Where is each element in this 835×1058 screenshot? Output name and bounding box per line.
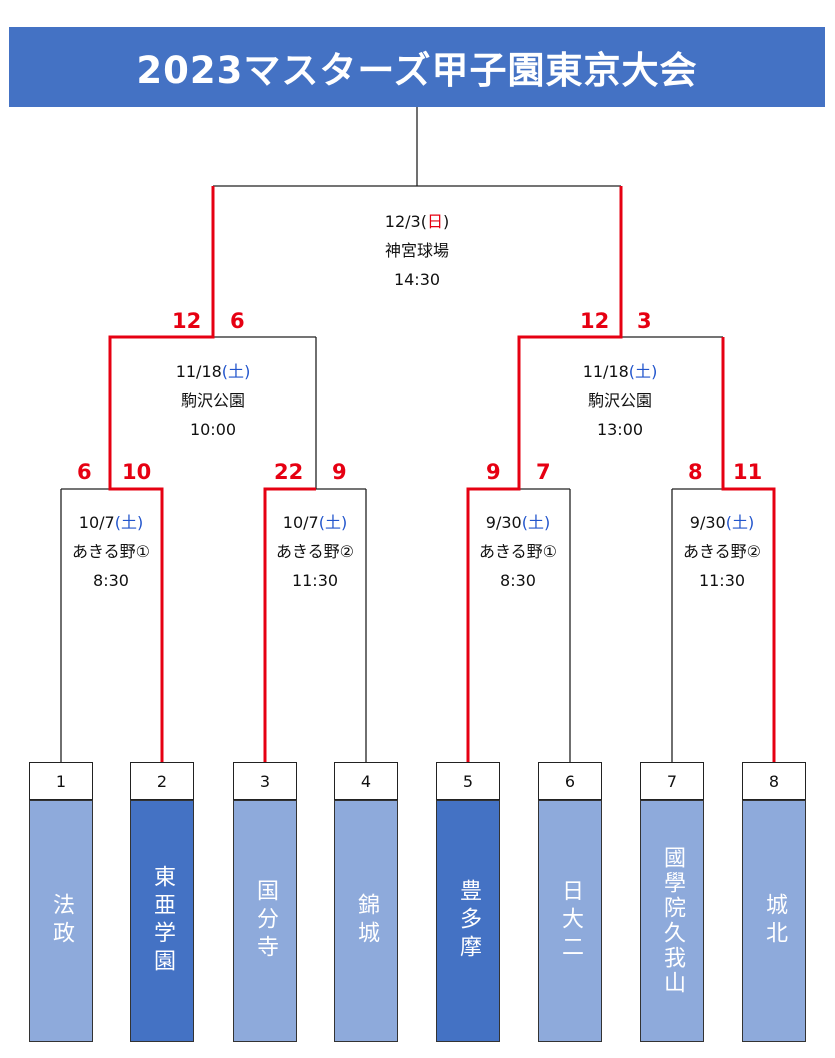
sf2-score-right: 3 [637, 309, 652, 333]
r1-1-venue: あきる野① [71, 542, 151, 561]
final-weekday: 日 [426, 212, 443, 231]
team-name: 国分寺 [253, 879, 278, 963]
seed-box: 5 [436, 762, 500, 800]
sf1-score-left: 12 [172, 309, 202, 333]
r1-2-info: 10/7(土) あきる野② 11:30 [255, 508, 375, 595]
sf1-info: 11/18(土) 駒沢公園 10:00 [153, 357, 273, 444]
final-time: 14:30 [393, 270, 441, 289]
winner-path-team3 [263, 487, 316, 762]
r1-2-score-right: 9 [332, 460, 347, 484]
final-info: 12/3(日) 神宮球場 14:30 [357, 207, 477, 294]
seed-box: 2 [130, 762, 194, 800]
r1-2-time: 11:30 [291, 571, 339, 590]
r1-3-score-left: 9 [486, 460, 501, 484]
team-name: 錦城 [354, 893, 379, 949]
r1-4-score-right: 11 [733, 460, 763, 484]
sf2-weekday: 土 [635, 362, 652, 381]
r1-3-score-right: 7 [536, 460, 551, 484]
team-box: 国分寺 [233, 800, 297, 1042]
sf2-time: 13:00 [596, 420, 644, 439]
team-box: 國學院久我山 [640, 800, 704, 1042]
sf1-weekday: 土 [228, 362, 245, 381]
sf1-venue: 駒沢公園 [180, 391, 245, 410]
final-date: 12/3 [384, 212, 421, 231]
r1-2-weekday: 土 [324, 513, 341, 532]
r1-3-weekday: 土 [527, 513, 544, 532]
team-box: 東亜学園 [130, 800, 194, 1042]
r1-1-time: 8:30 [93, 571, 129, 590]
page-title: 2023マスターズ甲子園東京大会 [136, 49, 698, 92]
r1-4-venue: あきる野② [682, 542, 762, 561]
seed-box: 7 [640, 762, 704, 800]
team-name: 日大二 [558, 879, 583, 963]
sf1-date: 11/18 [175, 362, 222, 381]
sf1-time: 10:00 [189, 420, 237, 439]
r1-1-weekday: 土 [120, 513, 137, 532]
seed-box: 3 [233, 762, 297, 800]
winner-path-team2 [108, 186, 215, 762]
sf2-info: 11/18(土) 駒沢公園 13:00 [560, 357, 680, 444]
r1-3-date: 9/30 [485, 513, 522, 532]
team-box: 城北 [742, 800, 806, 1042]
seed-box: 8 [742, 762, 806, 800]
r1-2-date: 10/7 [282, 513, 319, 532]
r1-3-info: 9/30(土) あきる野① 8:30 [458, 508, 578, 595]
team-name: 國學院久我山 [660, 846, 685, 996]
r1-1-info: 10/7(土) あきる野① 8:30 [51, 508, 171, 595]
sf1-score-right: 6 [230, 309, 245, 333]
sf2-venue: 駒沢公園 [587, 391, 652, 410]
team-name: 東亜学園 [150, 865, 175, 977]
sf2-score-left: 12 [580, 309, 610, 333]
team-box: 日大二 [538, 800, 602, 1042]
title-banner: 2023マスターズ甲子園東京大会 [9, 27, 825, 107]
seed-box: 6 [538, 762, 602, 800]
team-name: 豊多摩 [456, 879, 481, 963]
r1-4-time: 11:30 [698, 571, 746, 590]
r1-4-weekday: 土 [731, 513, 748, 532]
r1-4-date: 9/30 [689, 513, 726, 532]
r1-1-date: 10/7 [78, 513, 115, 532]
final-venue: 神宮球場 [384, 241, 449, 260]
r1-2-venue: あきる野② [275, 542, 355, 561]
r1-1-score-right: 10 [122, 460, 152, 484]
team-name: 城北 [762, 893, 787, 949]
seed-box: 1 [29, 762, 93, 800]
team-box: 豊多摩 [436, 800, 500, 1042]
r1-2-score-left: 22 [274, 460, 304, 484]
team-name: 法政 [49, 893, 74, 949]
seed-box: 4 [334, 762, 398, 800]
r1-4-info: 9/30(土) あきる野② 11:30 [662, 508, 782, 595]
winner-path-team8 [721, 337, 776, 762]
r1-4-score-left: 8 [688, 460, 703, 484]
r1-1-score-left: 6 [77, 460, 92, 484]
sf2-date: 11/18 [582, 362, 629, 381]
team-box: 錦城 [334, 800, 398, 1042]
team-box: 法政 [29, 800, 93, 1042]
r1-3-time: 8:30 [500, 571, 536, 590]
r1-3-venue: あきる野① [478, 542, 558, 561]
winner-path-team5 [466, 186, 623, 762]
